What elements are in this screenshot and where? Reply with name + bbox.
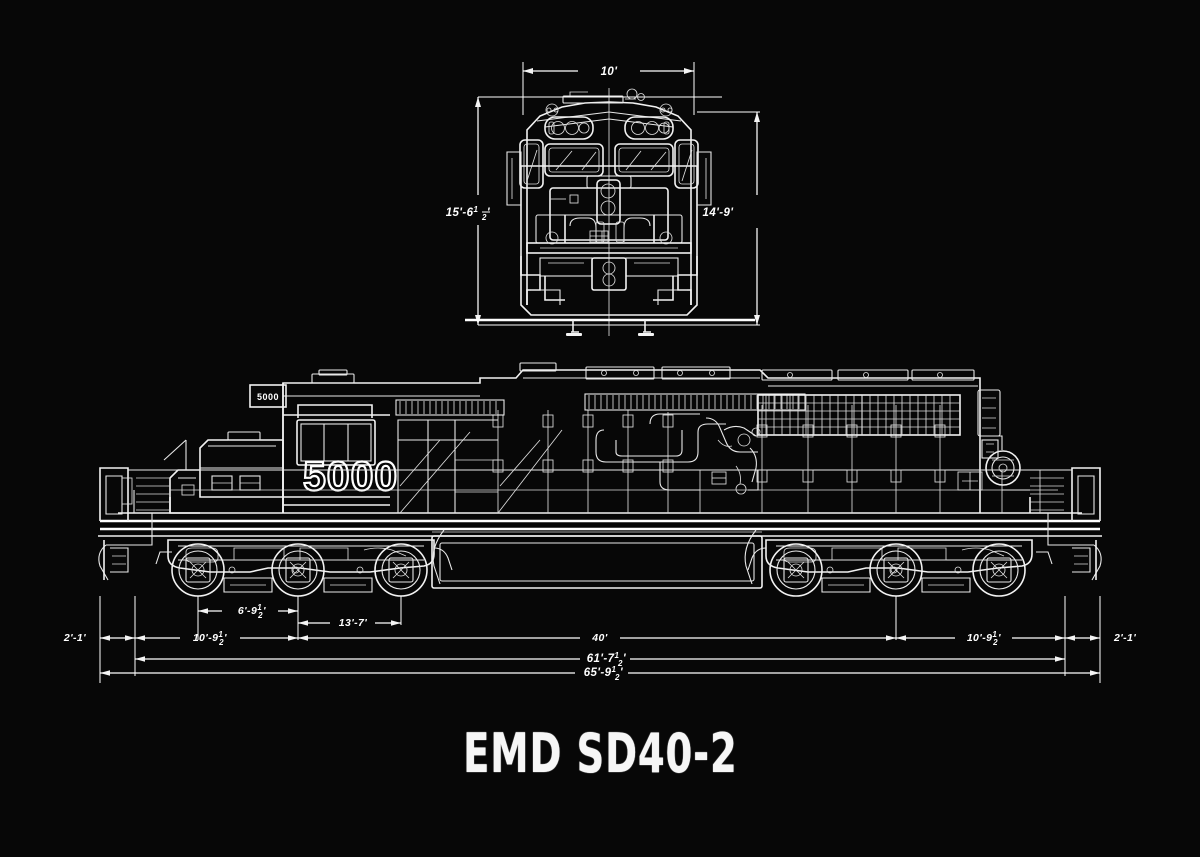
front-side-windows bbox=[519, 139, 699, 189]
dim-truck-centers-label: 40' bbox=[591, 632, 607, 644]
rear-truck-wheel-3 bbox=[972, 543, 1026, 597]
front-pilot-plow bbox=[520, 256, 698, 305]
side-piping-cluster bbox=[595, 413, 761, 495]
front-side-plates bbox=[506, 151, 712, 206]
dim-front-width-label: 10' bbox=[601, 66, 619, 78]
side-louver-bank-forward bbox=[395, 399, 505, 416]
front-body-outline bbox=[520, 101, 698, 316]
dim-overhang-rear-label: 2'-1' bbox=[1113, 632, 1136, 644]
dim-overhang-front-label: 2'-1' bbox=[63, 632, 86, 644]
dim-front-height-overall: 15'-612' bbox=[446, 97, 491, 325]
dim-truck-centers: 40' bbox=[298, 632, 896, 644]
cab-road-number: 5000 bbox=[303, 453, 398, 499]
dim-front-height-body: 14'-9' bbox=[703, 112, 760, 325]
front-elevation-drawing: 10' 15'-612' 14'-9' bbox=[446, 62, 760, 336]
front-nose-panel bbox=[549, 175, 669, 241]
front-track bbox=[465, 318, 755, 336]
dim-truck-wheelbase: 13'-7' bbox=[298, 617, 401, 629]
side-engine-ladder bbox=[497, 429, 563, 514]
dim-witness-lines bbox=[99, 596, 1101, 683]
side-air-hoses bbox=[432, 529, 757, 585]
side-radiator-grille bbox=[757, 394, 961, 436]
dim-overhang-front: 2'-1' bbox=[63, 632, 135, 644]
front-cab-windows bbox=[544, 143, 674, 177]
front-lower-mechanicals bbox=[526, 214, 692, 254]
side-front-steps bbox=[98, 477, 200, 581]
front-headlight-cluster-right bbox=[624, 116, 674, 140]
side-louver-bank-main bbox=[584, 393, 806, 411]
rear-truck-wheel-1 bbox=[769, 543, 823, 597]
front-marker-lights bbox=[545, 103, 673, 117]
side-rear-steps bbox=[1029, 477, 1102, 581]
dim-truck-wheelbase-label: 13'-7' bbox=[339, 617, 368, 629]
dim-front-height-body-label: 14'-9' bbox=[703, 207, 735, 219]
dim-front-height-overall-label: 15'-612' bbox=[446, 205, 491, 222]
front-truck-wheel-1 bbox=[171, 543, 225, 597]
number-board-text: 5000 bbox=[257, 392, 279, 402]
front-roof-fixtures bbox=[562, 88, 645, 104]
side-cab-ladder bbox=[397, 419, 498, 514]
front-headlight-cluster-left bbox=[544, 116, 594, 140]
side-cab: 5000 5000 bbox=[249, 383, 398, 513]
side-rear-platform bbox=[957, 435, 1030, 491]
dim-overhang-rear: 2'-1' bbox=[1065, 632, 1136, 644]
dim-front-width: 10' bbox=[523, 66, 694, 78]
